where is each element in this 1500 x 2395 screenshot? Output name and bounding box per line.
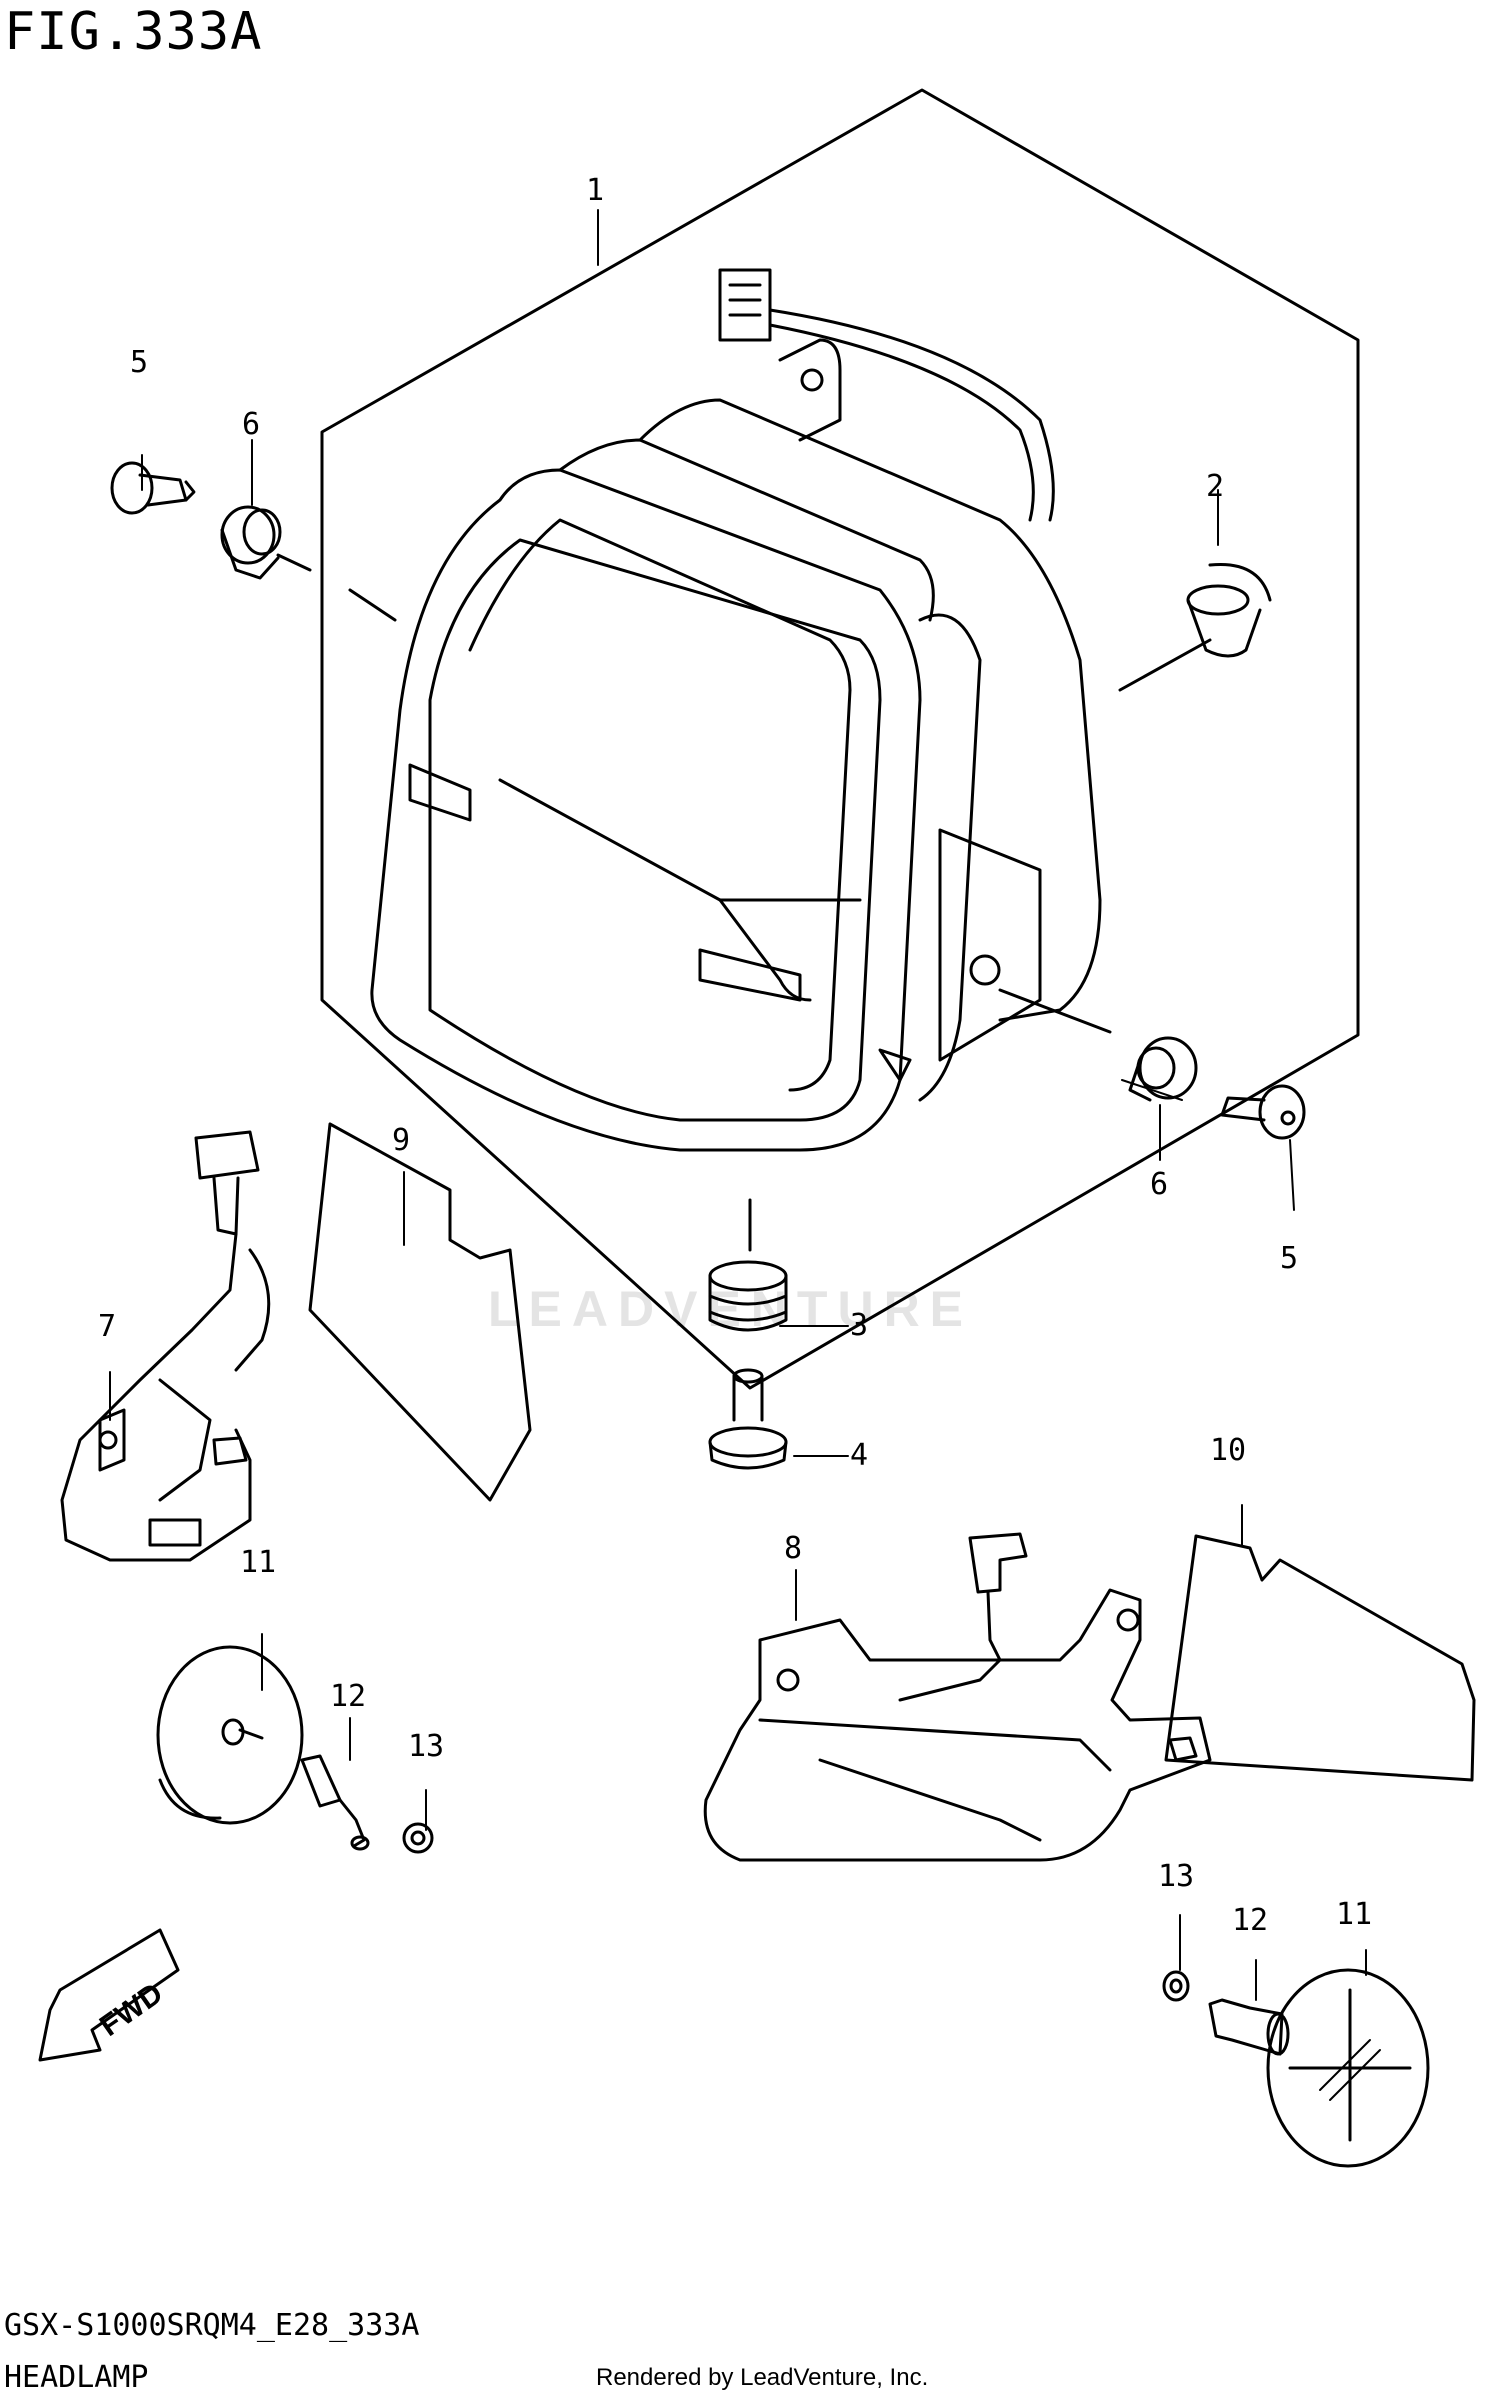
reflector-plate-left (308, 1122, 532, 1502)
collar-bolt-right (1220, 1084, 1306, 1140)
callout-11-left: 11 (240, 1545, 277, 1580)
assembly-outline (320, 88, 1360, 1390)
fwd-arrow (38, 1928, 180, 2062)
washer-right (1162, 1970, 1190, 2002)
callout-13-left: 13 (408, 1729, 445, 1764)
callout-12-left: 12 (330, 1679, 367, 1714)
callout-6-right: 6 (1150, 1167, 1169, 1202)
headlamp-assembly (370, 268, 1102, 1152)
callout-13-right: 13 (1158, 1859, 1195, 1894)
callout-9: 9 (392, 1123, 411, 1158)
callout-11-right: 11 (1336, 1897, 1373, 1932)
callout-12-right: 12 (1232, 1903, 1269, 1938)
spacer-right (1208, 1998, 1290, 2056)
callout-3: 3 (850, 1308, 869, 1343)
callout-5-left: 5 (130, 345, 149, 380)
model-code: GSX-S1000SRQM4_E28_333A (4, 2308, 420, 2343)
callout-7: 7 (98, 1309, 117, 1344)
callout-8: 8 (784, 1531, 803, 1566)
spacer-left (300, 1754, 370, 1851)
render-credit: Rendered by LeadVenture, Inc. (596, 2364, 929, 2391)
bulb-socket-cap (1186, 562, 1272, 658)
callout-1: 1 (586, 173, 605, 208)
position-lamp-right (703, 1532, 1212, 1862)
callout-4: 4 (850, 1438, 869, 1473)
callout-5-right: 5 (1280, 1241, 1299, 1276)
collar-bolt-left (110, 461, 196, 515)
lamp-cap-right (1266, 1968, 1430, 2168)
section-name: HEADLAMP (4, 2360, 149, 2395)
grommet (708, 1198, 788, 1332)
screw (708, 1368, 788, 1470)
lamp-cap-left (156, 1645, 304, 1825)
reflector-plate-right (1164, 1534, 1476, 1782)
washer-left (402, 1822, 434, 1854)
position-lamp-left (60, 1130, 271, 1562)
cushion-left (220, 505, 312, 580)
cushion-right (1128, 1036, 1198, 1102)
callout-6-left: 6 (242, 407, 261, 442)
callout-10: 10 (1210, 1433, 1247, 1468)
callout-2: 2 (1206, 469, 1225, 504)
figure-title: FIG.333A (4, 2, 263, 62)
